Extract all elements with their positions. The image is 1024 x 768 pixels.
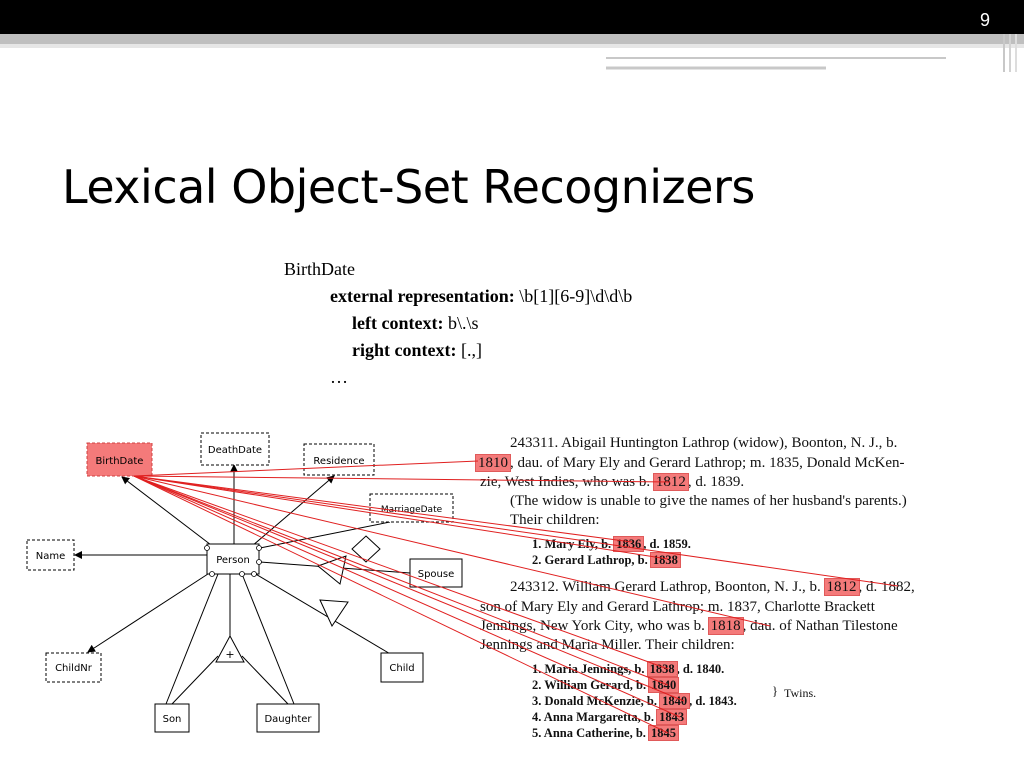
marriagedate-label: MarriageDate — [381, 505, 443, 515]
excerpt-line: 243312. William Gerard Lathrop, Boonton,… — [510, 578, 915, 596]
spouse-isa-triangle — [316, 555, 347, 585]
excerpt-line: (The widow is unable to give the names o… — [510, 493, 907, 509]
spouse-box — [409, 558, 463, 588]
twins-note: Twins. — [784, 686, 817, 700]
left-context-label: left context: — [352, 313, 444, 333]
spouse-label: Spouse — [418, 569, 455, 580]
residence-label: Residence — [313, 456, 364, 467]
relationship-diamond — [351, 535, 381, 563]
child-box — [380, 652, 424, 683]
excerpt-line: 1. Maria Jennings, b. 1838, d. 1840. — [532, 661, 725, 677]
birthdate-label: BirthDate — [96, 456, 144, 467]
son-label: Son — [163, 714, 182, 725]
excerpt-line: Jennings and Maria Miller. Their childre… — [480, 637, 735, 653]
daughter-label: Daughter — [264, 714, 312, 725]
slide-number: 9 — [979, 10, 990, 30]
name-box — [26, 539, 75, 571]
excerpt-line: 5. Anna Catherine, b. 1845 — [532, 725, 680, 741]
excerpt-line: zie, West Indies, who was b. 1812, d. 18… — [480, 473, 745, 491]
external-representation-label: external representation: — [330, 286, 515, 306]
top-bar — [0, 0, 1024, 34]
person-label: Person — [216, 555, 250, 566]
excerpt-line: 243311. Abigail Huntington Lathrop (wido… — [510, 435, 898, 451]
child-label: Child — [389, 663, 414, 674]
right-context-line: right context: [.,] — [352, 337, 482, 364]
childnr-label: ChildNr — [55, 663, 93, 674]
childnr-box — [45, 652, 102, 683]
right-context-value: [.,] — [456, 340, 482, 360]
union-symbol: + — [225, 648, 234, 661]
slide-title: Lexical Object-Set Recognizers — [62, 160, 755, 214]
excerpt-line: 2. Gerard Lathrop, b. 1838 — [532, 552, 681, 568]
person-connection-dots — [204, 545, 262, 577]
excerpt-line: Their children: — [510, 512, 600, 528]
date-highlight: 1812 — [652, 473, 689, 491]
date-highlight: 1838 — [646, 661, 678, 677]
excerpt-line: Jennings, New York City, who was b. 1818… — [480, 617, 898, 635]
birthdate-box — [86, 442, 153, 477]
daughter-box — [256, 703, 320, 733]
residence-box — [303, 443, 375, 476]
child-isa-triangle — [319, 599, 349, 628]
external-representation-value: \b[1][6-9]\d\d\b — [514, 286, 633, 306]
name-label: Name — [36, 551, 66, 562]
excerpt-line: 4. Anna Margaretta, b. 1843 — [532, 709, 688, 725]
genealogy-excerpt: 243311. Abigail Huntington Lathrop (wido… — [475, 430, 1004, 748]
header-decoration — [0, 34, 1024, 72]
external-representation-line: external representation: \b[1][6-9]\d\d\… — [330, 283, 632, 310]
right-context-label: right context: — [352, 340, 457, 360]
excerpt-line: 3. Donald McKenzie, b. 1840, d. 1843. — [532, 693, 737, 709]
left-context-line: left context: b\.\s — [352, 310, 478, 337]
person-box — [206, 543, 260, 575]
excerpt-line: son of Mary Ely and Gerard Lathrop; m. 1… — [480, 599, 875, 615]
excerpt-line: 1810, dau. of Mary Ely and Gerard Lathro… — [475, 454, 905, 472]
deathdate-label: DeathDate — [208, 445, 262, 456]
marriagedate-box — [369, 493, 454, 523]
recognizer-mapping-lines — [133, 460, 899, 734]
date-highlight: 1810 — [475, 454, 511, 472]
date-highlight: 1840 — [659, 693, 691, 709]
date-highlight: 1838 — [649, 552, 681, 568]
union-triangle — [215, 634, 245, 663]
deathdate-box — [200, 432, 270, 466]
date-highlight: 1818 — [707, 617, 744, 635]
date-highlight: 1843 — [656, 709, 688, 725]
date-highlight: 1812 — [823, 578, 860, 596]
spec-ellipsis: … — [330, 367, 348, 387]
twins-brace: } — [772, 684, 778, 698]
date-highlight: 1840 — [648, 677, 680, 693]
son-box — [154, 703, 190, 733]
left-context-value: b\.\s — [443, 313, 479, 333]
date-highlight: 1845 — [648, 725, 680, 741]
object-set-name: BirthDate — [284, 259, 355, 279]
